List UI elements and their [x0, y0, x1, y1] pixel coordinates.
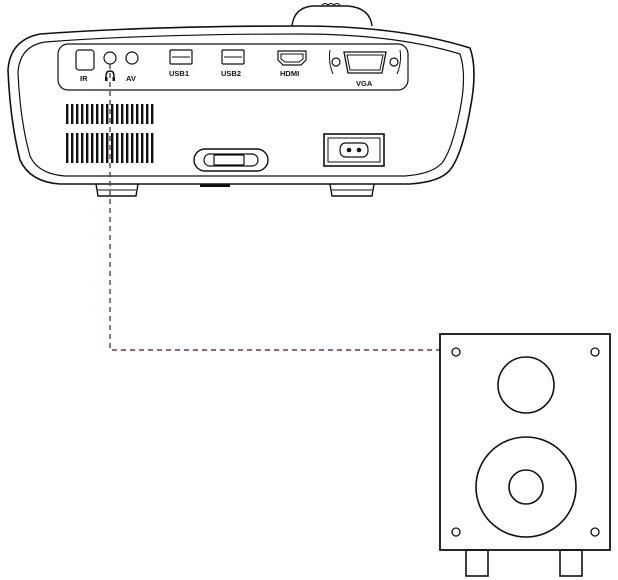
vent-slot	[116, 133, 118, 163]
av-port	[126, 52, 138, 64]
vent-slot	[91, 104, 93, 124]
usb2-label: USB2	[221, 69, 241, 78]
usb1-label: USB1	[169, 69, 189, 78]
speaker-cabinet	[440, 334, 610, 550]
vent-slot	[76, 133, 78, 163]
vent-slot	[76, 104, 78, 124]
vent-slot	[136, 133, 138, 163]
ir-sensor	[76, 50, 94, 70]
vent-slot	[71, 133, 73, 163]
vga-port	[329, 50, 400, 74]
projector-feet	[96, 184, 374, 196]
vent-slot	[131, 133, 133, 163]
vent-slot	[101, 104, 103, 124]
vent-slot	[71, 104, 73, 124]
keystone-slider	[194, 149, 268, 171]
audio-jack	[104, 52, 116, 64]
vent-slot	[146, 133, 148, 163]
vent-slot	[81, 104, 83, 124]
vent-slot	[81, 133, 83, 163]
vent-slot	[106, 133, 108, 163]
vent-slot	[101, 133, 103, 163]
vent-slot	[141, 104, 143, 124]
power-socket	[324, 134, 384, 166]
vent-slot	[151, 104, 153, 124]
ir-label: IR	[80, 74, 88, 83]
vent-slot	[136, 104, 138, 124]
projector: IR AV USB1 USB2 HDMI VGA	[8, 4, 474, 197]
vent-slot	[141, 133, 143, 163]
vent-slot	[66, 104, 68, 124]
vent-slot	[111, 133, 113, 163]
vent-slot	[116, 104, 118, 124]
tweeter	[498, 357, 554, 413]
vent-slot	[121, 133, 123, 163]
hdmi-port	[278, 51, 306, 65]
vent-slot	[146, 104, 148, 124]
vent-slot	[126, 133, 128, 163]
speaker-foot-right	[560, 550, 582, 576]
vent-slot	[86, 104, 88, 124]
vent-slot	[111, 104, 113, 124]
vent-slot	[96, 104, 98, 124]
hdmi-label: HDMI	[280, 69, 299, 78]
vent-slot	[106, 104, 108, 124]
vent-slot	[96, 133, 98, 163]
vent-slot	[131, 104, 133, 124]
vent-slot	[121, 104, 123, 124]
vent-slot	[86, 133, 88, 163]
audio-cable	[110, 64, 440, 350]
speaker	[440, 334, 610, 576]
av-label: AV	[126, 74, 136, 83]
vent-slot	[151, 133, 153, 163]
woofer-cap	[509, 470, 543, 504]
vent-slot	[126, 104, 128, 124]
vent-slot	[66, 133, 68, 163]
vga-label: VGA	[356, 79, 373, 88]
vent-slot	[91, 133, 93, 163]
speaker-foot-left	[466, 550, 488, 576]
focus-knob	[292, 6, 372, 26]
woofer	[476, 437, 576, 537]
